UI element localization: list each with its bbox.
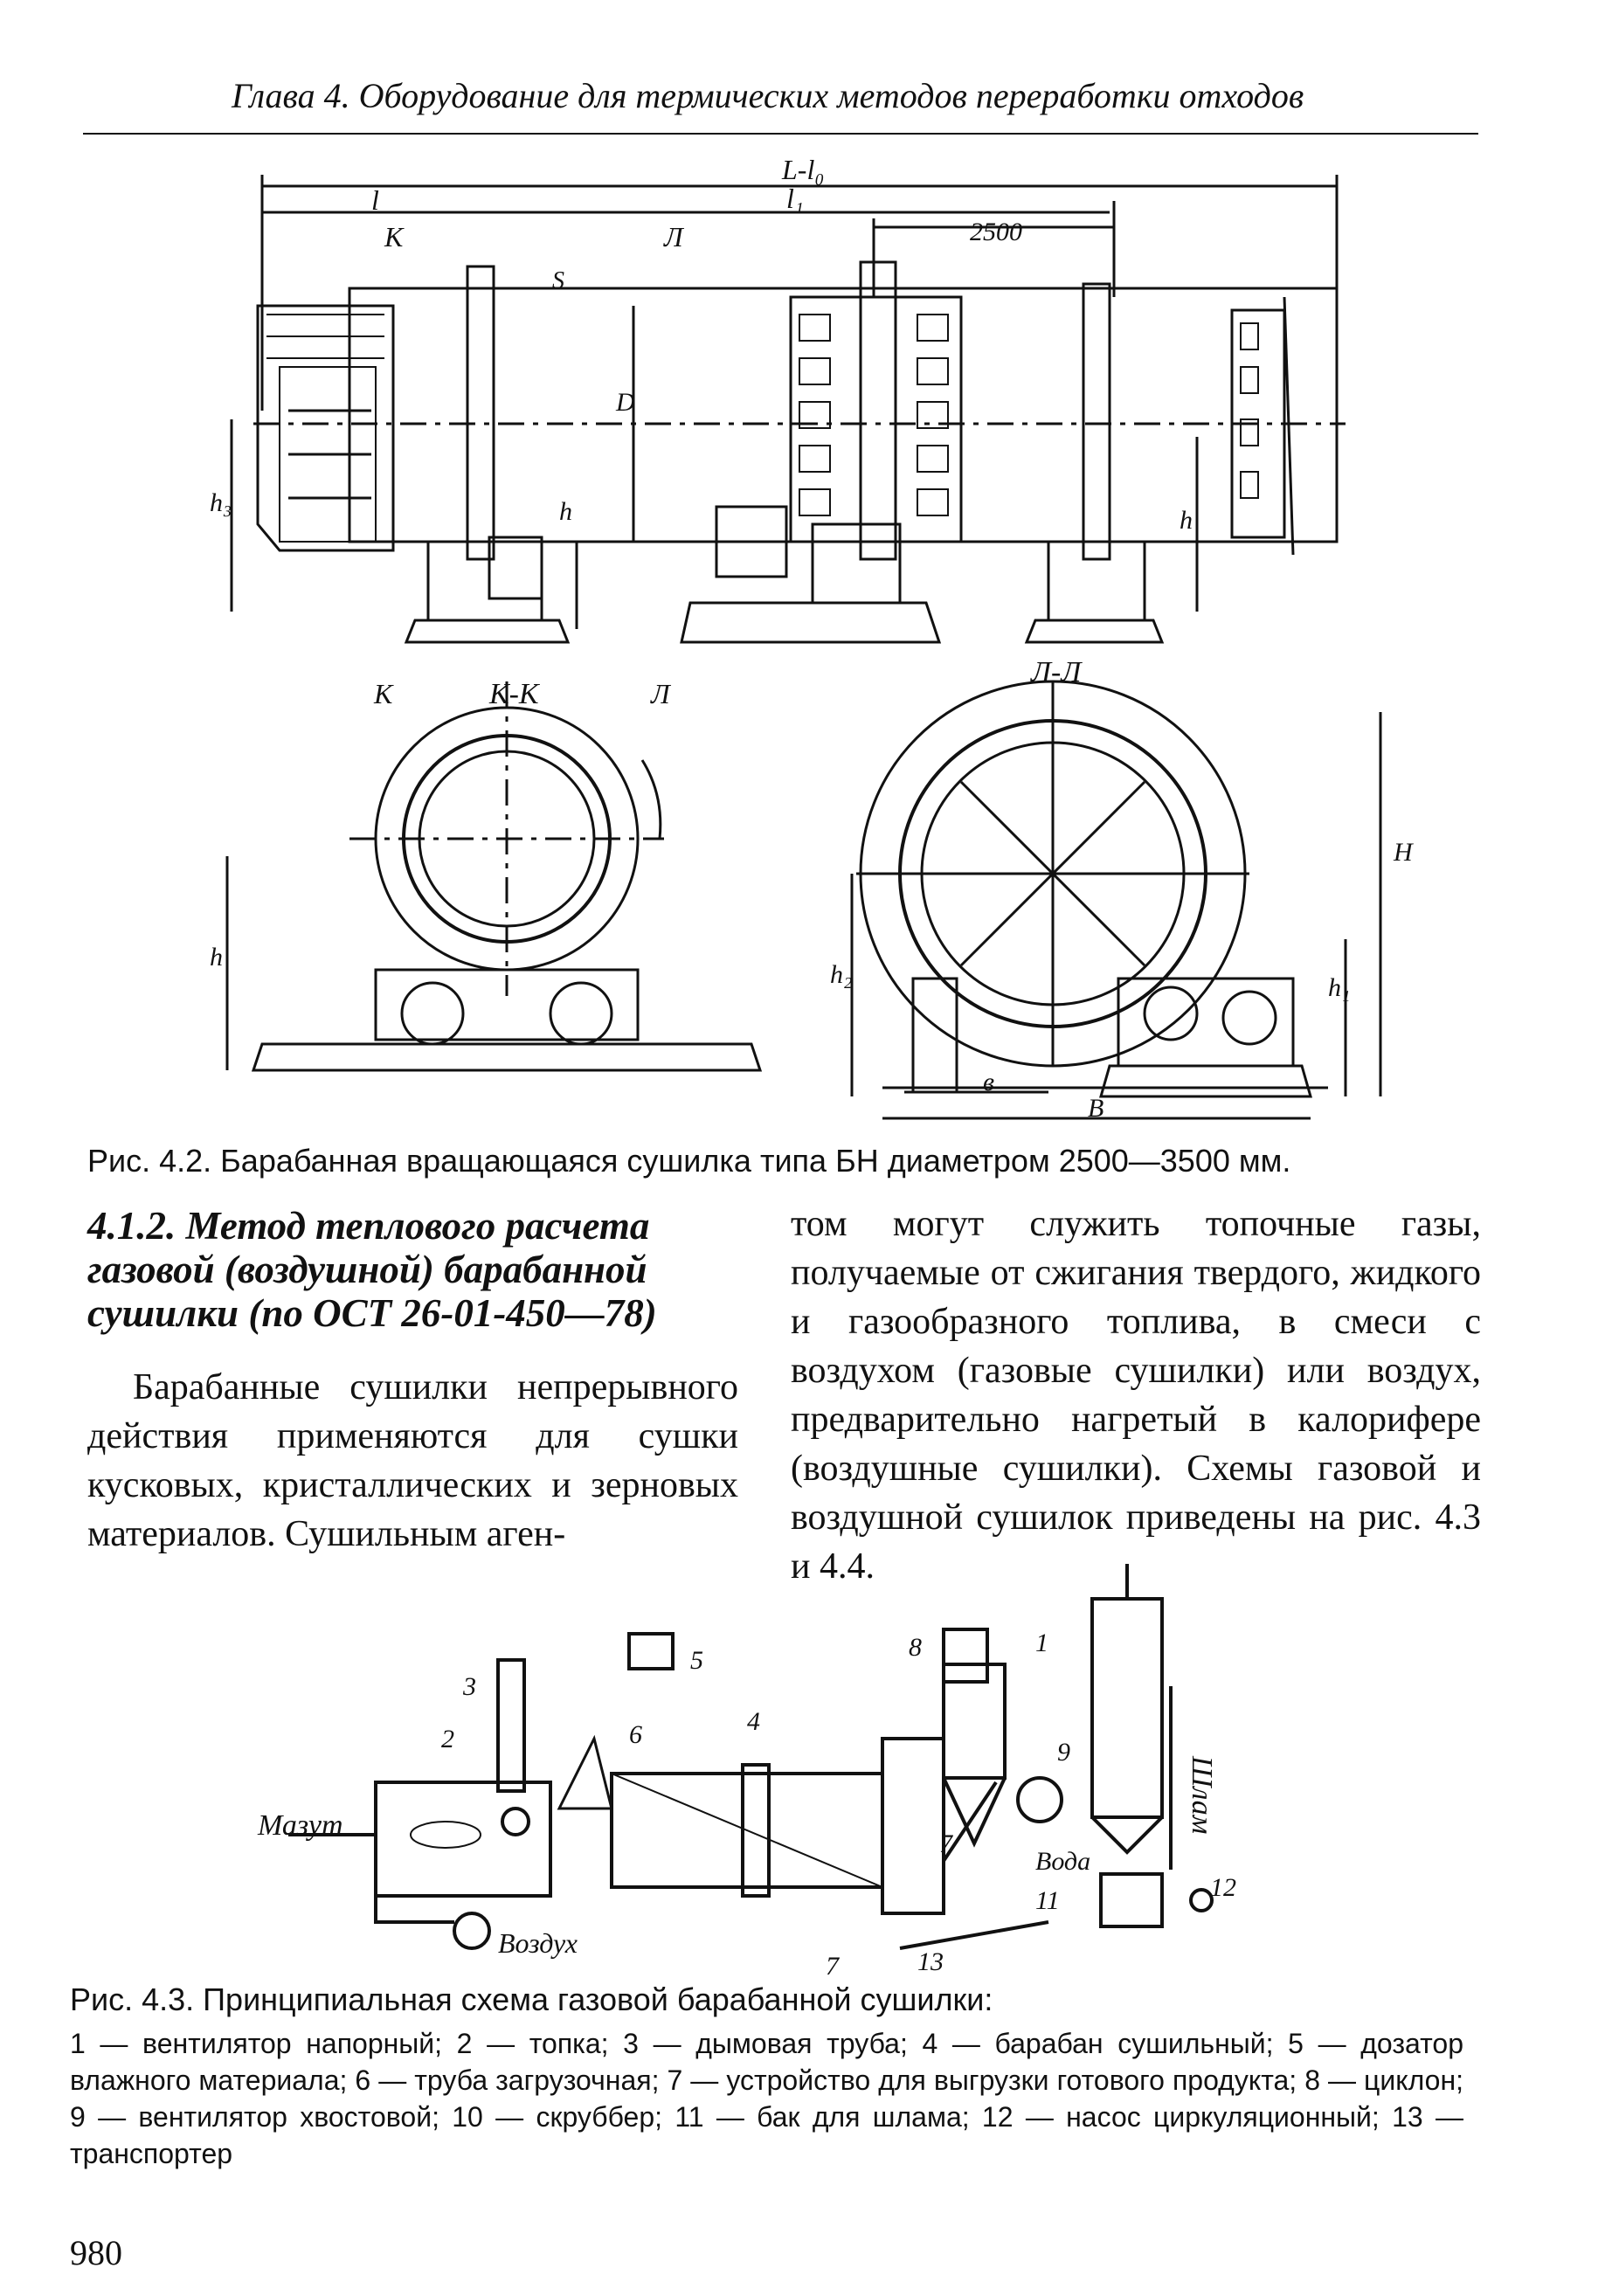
figure-legend: 1 — вентилятор напорный; 2 — топка; 3 — … bbox=[70, 2028, 1463, 2169]
dim-S: S bbox=[552, 267, 564, 294]
figure-caption-4-3: Рис. 4.3. Принципиальная схема газовой б… bbox=[70, 1981, 993, 2017]
section-heading: 4.1.2. Метод теплового расчета газовой (… bbox=[87, 1204, 657, 1335]
cut-K-bottom: К bbox=[373, 678, 394, 709]
dim-b: в bbox=[983, 1068, 994, 1096]
num-12: 12 bbox=[1210, 1873, 1236, 1902]
dim-2500: 2500 bbox=[970, 218, 1022, 246]
num-13: 13 bbox=[917, 1947, 944, 1976]
figure-caption-4-2: Рис. 4.2. Барабанная вращающаяся сушилка… bbox=[87, 1143, 1291, 1179]
dim-B: В bbox=[1088, 1094, 1103, 1123]
dim-l1: l₁ bbox=[786, 183, 804, 214]
dim-h1: h₁ bbox=[1328, 973, 1350, 1002]
section-LL: Л-Л bbox=[1030, 656, 1083, 688]
num-7b: 7 bbox=[939, 1829, 954, 1858]
page-number: 980 bbox=[70, 2233, 122, 2272]
label-shlam: Шлам bbox=[1186, 1755, 1218, 1834]
figure-drum-dryer-drawing: L-l₀ l l₁ 2500 К Л S D h₃ h h К К-К Л Л-… bbox=[210, 154, 1415, 1123]
dim-h-side: h bbox=[559, 497, 572, 526]
dim-h3: h₃ bbox=[210, 488, 232, 517]
dim-h-section: h bbox=[210, 943, 223, 972]
dim-h-right: h bbox=[1180, 506, 1193, 535]
dim-H: H bbox=[1393, 838, 1415, 867]
dim-L-lo: L-l₀ bbox=[781, 154, 824, 185]
header-rule bbox=[83, 133, 1478, 135]
num-5: 5 bbox=[690, 1646, 703, 1675]
num-4: 4 bbox=[747, 1707, 760, 1736]
label-vozduh: Воздух bbox=[498, 1927, 578, 1959]
cut-L-top: Л bbox=[663, 221, 685, 252]
label-mazut: Мазут bbox=[257, 1809, 343, 1842]
dim-l: l bbox=[371, 184, 379, 216]
cut-L-bottom: Л bbox=[650, 678, 672, 709]
dim-h2: h₂ bbox=[830, 960, 852, 989]
num-2: 2 bbox=[441, 1725, 454, 1753]
num-6: 6 bbox=[629, 1720, 642, 1749]
dim-D: D bbox=[615, 388, 635, 417]
num-3: 3 bbox=[462, 1672, 476, 1701]
num-9: 9 bbox=[1057, 1738, 1070, 1767]
body-text-right: том могут служить топочные газы, получае… bbox=[791, 1204, 1481, 1587]
figure-dryer-schematic: Мазут Воздух Вода Шлам 1 2 3 4 5 6 7 7 8… bbox=[257, 1564, 1236, 1981]
section-KK: К-К bbox=[488, 678, 541, 710]
num-8: 8 bbox=[909, 1633, 922, 1662]
num-7a: 7 bbox=[826, 1952, 841, 1981]
cut-K-top: К bbox=[384, 221, 405, 252]
running-head: Глава 4. Оборудование для термических ме… bbox=[232, 76, 1304, 115]
label-voda: Вода bbox=[1035, 1847, 1090, 1876]
num-1: 1 bbox=[1035, 1629, 1048, 1657]
num-11: 11 bbox=[1035, 1886, 1060, 1915]
body-text-left: Барабанные сушилки непрерывного действия… bbox=[87, 1367, 738, 1554]
